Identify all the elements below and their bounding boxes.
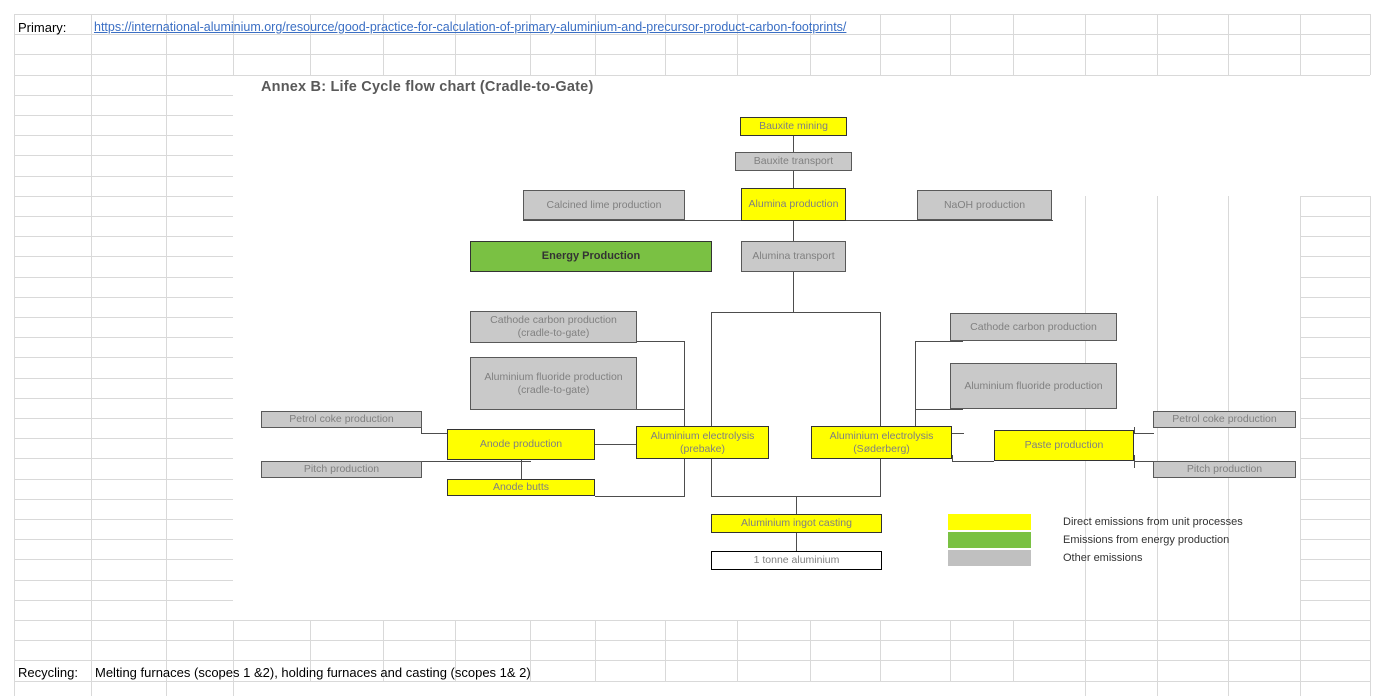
legend-label-direct: Direct emissions from unit processes xyxy=(1063,516,1243,528)
connector-pitch-left-to-anode xyxy=(421,461,531,462)
node-naoh-production[interactable]: NaOH production xyxy=(917,190,1052,220)
connector-aluminatransport-down xyxy=(793,272,794,312)
node-alumina-transport[interactable]: Alumina transport xyxy=(741,241,846,272)
node-paste-production[interactable]: Paste production xyxy=(994,430,1134,461)
legend-swatch-energy xyxy=(948,532,1031,548)
node-pitch-production-left[interactable]: Pitch production xyxy=(261,461,422,478)
legend-label-energy: Emissions from energy production xyxy=(1063,534,1230,546)
connector-alumina-to-aluminatransport xyxy=(793,220,794,241)
connector-alf3-ctg-out xyxy=(637,409,685,410)
connector-central-to-ingot xyxy=(796,496,797,515)
connector-soderberg-down-stub xyxy=(952,455,953,462)
connector-paste-to-soderberg xyxy=(952,461,994,462)
primary-label: Primary: xyxy=(18,20,67,35)
connector-central-left xyxy=(711,312,712,497)
node-cathode-carbon-production-cradle-to-gate[interactable]: Cathode carbon production (cradle-to-gat… xyxy=(470,311,637,343)
node-aluminium-electrolysis-prebake[interactable]: Aluminium electrolysis (prebake) xyxy=(636,426,769,459)
node-aluminium-fluoride-production-cradle-to-gate[interactable]: Aluminium fluoride production (cradle-to… xyxy=(470,357,637,410)
legend-swatch-other xyxy=(948,550,1031,566)
node-aluminium-electrolysis-soderberg[interactable]: Aluminium electrolysis (Søderberg) xyxy=(811,426,952,459)
connector-petrolcoke-left-drop xyxy=(421,427,422,434)
connector-butts-bus-up xyxy=(684,455,685,497)
node-bauxite-mining[interactable]: Bauxite mining xyxy=(740,117,847,136)
node-bauxite-transport[interactable]: Bauxite transport xyxy=(735,152,852,171)
connector-ingot-to-tonne xyxy=(796,533,797,551)
primary-url-link[interactable]: https://international-aluminium.org/reso… xyxy=(94,20,847,34)
chart-title: Annex B: Life Cycle flow chart (Cradle-t… xyxy=(261,79,594,95)
connector-anode-to-butts xyxy=(521,459,522,479)
legend-swatch-direct xyxy=(948,514,1031,530)
connector-central-right xyxy=(880,312,881,497)
node-cathode-carbon-production[interactable]: Cathode carbon production xyxy=(950,313,1117,341)
node-petrol-coke-production-right[interactable]: Petrol coke production xyxy=(1153,411,1296,428)
connector-cathode-ctg-out xyxy=(637,341,685,342)
node-pitch-production-right[interactable]: Pitch production xyxy=(1153,461,1296,478)
node-calcined-lime-production[interactable]: Calcined lime production xyxy=(523,190,685,220)
node-anode-butts[interactable]: Anode butts xyxy=(447,479,595,496)
connector-central-top xyxy=(711,312,881,313)
node-aluminium-ingot-casting[interactable]: Aluminium ingot casting xyxy=(711,514,882,533)
node-one-tonne-aluminium[interactable]: 1 tonne aluminium xyxy=(711,551,882,570)
connector-pitch-right-up xyxy=(1134,455,1135,468)
connector-butts-to-bus xyxy=(595,496,685,497)
node-anode-production[interactable]: Anode production xyxy=(447,429,595,460)
connector-mining-to-transport xyxy=(793,136,794,152)
recycling-label: Recycling: xyxy=(18,665,78,680)
connector-petrolcoke-right-to-paste xyxy=(1134,433,1154,434)
recycling-value: Melting furnaces (scopes 1 &2), holding … xyxy=(95,665,531,680)
connector-petrolcoke-right-drop xyxy=(1134,427,1135,434)
legend-label-other: Other emissions xyxy=(1063,552,1143,564)
node-energy-production[interactable]: Energy Production xyxy=(470,241,712,272)
connector-right-feeder-bus xyxy=(915,341,916,433)
node-aluminium-fluoride-production[interactable]: Aluminium fluoride production xyxy=(950,363,1117,409)
connector-transport-to-alumina xyxy=(793,171,794,190)
connector-left-feeder-bus xyxy=(684,341,685,433)
connector-pitch-right-to-paste xyxy=(1134,461,1154,462)
connector-cathode-right-out xyxy=(915,341,963,342)
connector-anode-to-prebake xyxy=(595,444,636,445)
connector-alf3-right-out xyxy=(915,409,963,410)
node-petrol-coke-production-left[interactable]: Petrol coke production xyxy=(261,411,422,428)
node-alumina-production[interactable]: Alumina production xyxy=(741,188,846,221)
